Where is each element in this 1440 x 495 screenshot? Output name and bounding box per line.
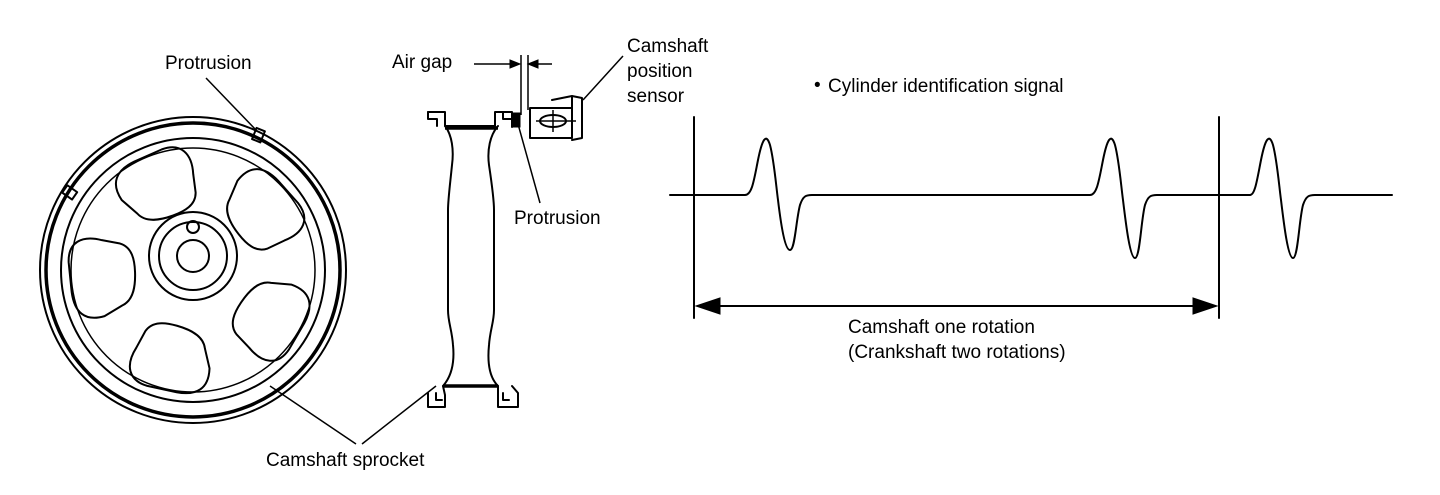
rim-protrusion-left xyxy=(61,184,79,201)
rim-protrusion-top xyxy=(251,126,266,144)
sprocket-outer-rim xyxy=(39,116,347,424)
label-protrusion-top: Protrusion xyxy=(165,53,252,74)
air-gap-arrow-right-head xyxy=(526,59,539,69)
label-air-gap: Air gap xyxy=(392,52,452,73)
spoke-window-right xyxy=(226,168,306,251)
label-protrusion-side: Protrusion xyxy=(514,208,601,229)
sprocket-hub-bore xyxy=(176,239,210,273)
leader-protrusion-top xyxy=(205,77,257,131)
side-protrusion xyxy=(511,112,521,128)
label-camshaft-sprocket: Camshaft sprocket xyxy=(266,450,425,471)
leader-sprocket-front xyxy=(269,385,357,445)
sprocket-side-view xyxy=(427,111,521,408)
spoke-window-bottom-left xyxy=(128,322,211,395)
rotation-arrowhead-left xyxy=(694,297,721,315)
side-body-left xyxy=(442,125,455,387)
label-sensor-line3: sensor xyxy=(627,86,685,107)
air-gap-arrow-left-head xyxy=(509,59,522,69)
sprocket-web-circle xyxy=(70,147,316,393)
spoke-window-left xyxy=(67,237,137,319)
label-rotation-line1: Camshaft one rotation xyxy=(848,317,1035,338)
sprocket-dowel-hole xyxy=(186,220,200,234)
side-body-right xyxy=(487,125,499,387)
camshaft-position-sensor xyxy=(529,95,583,141)
label-signal-title: Cylinder identification signal xyxy=(828,76,1064,97)
side-top-teeth xyxy=(427,111,513,127)
sprocket-front-view xyxy=(39,116,347,424)
rotation-arrowhead-right xyxy=(1192,297,1219,315)
air-gap-dimension xyxy=(474,55,552,115)
sprocket-outer-ring xyxy=(44,121,342,419)
side-bottom-flange xyxy=(427,385,519,408)
side-top-flange xyxy=(427,111,513,128)
label-rotation-line2: (Crankshaft two rotations) xyxy=(848,342,1066,363)
sprocket-hub-outer xyxy=(148,211,238,301)
side-bottom-teeth xyxy=(435,392,510,401)
leader-protrusion-side xyxy=(517,123,541,204)
label-sensor-line1: Camshaft xyxy=(627,36,709,57)
leader-sprocket-side xyxy=(361,385,437,445)
label-sensor-line2: position xyxy=(627,61,693,82)
sensor-body xyxy=(529,107,573,139)
signal-waveform xyxy=(669,137,1393,259)
sprocket-spoke-windows xyxy=(67,146,311,395)
sensor-bracket xyxy=(551,95,583,141)
signal-bullet: • xyxy=(814,75,821,96)
spoke-window-top xyxy=(114,146,197,221)
spoke-window-bottom-right xyxy=(231,281,311,362)
leader-sensor xyxy=(582,55,624,101)
cylinder-signal-chart: • Cylinder identification signal Camshaf… xyxy=(669,75,1393,363)
sprocket-inner-rim xyxy=(60,137,326,403)
